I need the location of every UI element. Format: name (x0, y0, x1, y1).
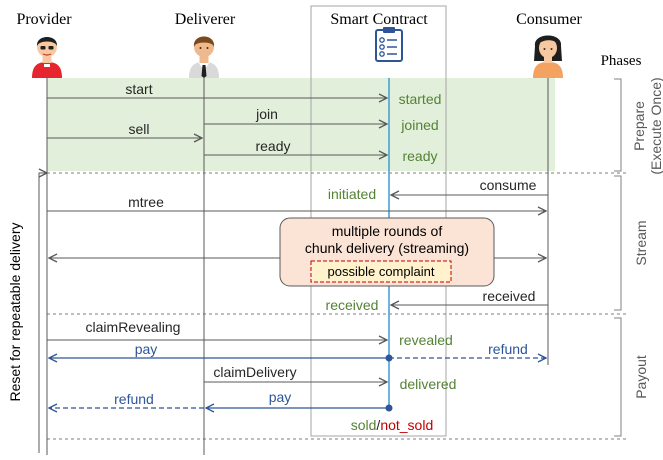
stream-box-line1: multiple rounds of (332, 223, 443, 239)
claim-revealing-label: claimRevealing (86, 319, 181, 335)
start-label: start (125, 81, 152, 97)
state-started: started (399, 91, 442, 107)
payout-phase-bracket (614, 317, 622, 437)
deliverer-title: Deliverer (175, 11, 236, 28)
pay-provider-label: pay (135, 341, 158, 357)
consume-label: consume (480, 177, 537, 193)
state-initiated: initiated (328, 186, 376, 202)
ready-label: ready (255, 138, 290, 154)
stream-box-line2: chunk delivery (streaming) (305, 240, 469, 256)
provider-title: Provider (16, 11, 72, 28)
pay-deliverer-label: pay (269, 389, 292, 405)
state-sold: sold (351, 417, 377, 433)
phase-stream-label: Stream (633, 220, 649, 265)
phase-prepare-label: Prepare (631, 101, 647, 151)
final-state-label: sold/not_sold (351, 417, 434, 433)
possible-complaint-box (310, 260, 452, 283)
possible-complaint-label: possible complaint (328, 264, 435, 279)
refund-provider-label: refund (114, 391, 154, 407)
consumer-person-icon (533, 35, 563, 78)
state-revealed: revealed (399, 332, 453, 348)
state-delivered: delivered (400, 376, 457, 392)
sell-label: sell (128, 121, 149, 137)
prepare-phase-bracket (614, 78, 622, 172)
state-received: received (326, 297, 379, 313)
state-slash: / (376, 417, 380, 433)
phases-heading: Phases (601, 53, 642, 69)
state-joined: joined (400, 117, 438, 133)
state-ready: ready (402, 148, 437, 164)
consumer-title: Consumer (516, 11, 582, 28)
phase-prepare-note: (Execute Once) (648, 77, 663, 174)
state-not-sold: not_sold (380, 417, 433, 433)
reset-side-label: Reset for repeatable delivery (7, 223, 23, 402)
provider-person-icon (32, 37, 62, 78)
refund-consumer-label: refund (488, 341, 528, 357)
contract-document-icon (375, 27, 403, 62)
stream-phase-bracket (614, 175, 622, 311)
payout-junction-1 (385, 354, 393, 362)
phase-payout-label: Payout (633, 355, 649, 399)
deliverer-person-icon (189, 36, 219, 78)
payout-junction-2 (385, 404, 393, 412)
mtree-label: mtree (128, 194, 164, 210)
received-label: received (483, 288, 536, 304)
join-label: join (255, 106, 278, 122)
reset-loop-arrow (38, 173, 47, 453)
claim-delivery-label: claimDelivery (213, 364, 296, 380)
contract-title: Smart Contract (330, 11, 428, 28)
